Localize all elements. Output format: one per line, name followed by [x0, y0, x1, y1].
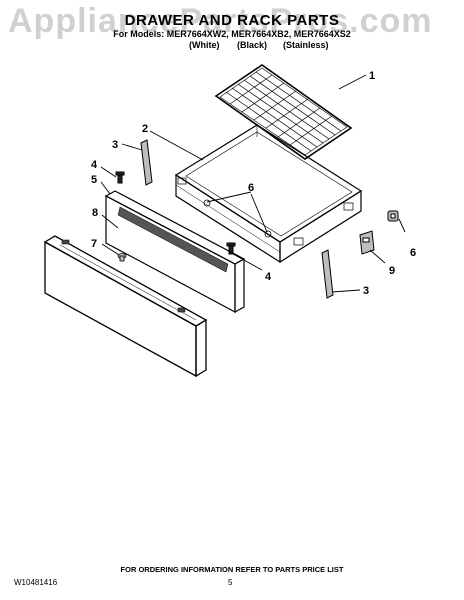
page-title: DRAWER AND RACK PARTS — [124, 12, 340, 29]
callout-3-lower: 3 — [363, 285, 369, 297]
callout-7: 6 — [410, 247, 416, 259]
callout-5: 5 — [91, 174, 97, 186]
document-number: W10481416 — [14, 578, 58, 587]
callout-8: 8 — [92, 207, 98, 219]
bracket — [359, 230, 375, 255]
drawer-glide-left — [140, 139, 153, 186]
leader-lines — [100, 74, 406, 293]
variant-white: (White) — [189, 40, 220, 50]
drawer-glide-right — [321, 249, 334, 299]
watermark: AppliancePartsPros.com — [8, 2, 433, 40]
callout-1: 1 — [369, 70, 375, 82]
variant-stainless: (Stainless) — [283, 40, 329, 50]
drawer-body — [174, 124, 363, 264]
callout-9: 9 — [389, 265, 395, 277]
bumper — [387, 210, 399, 222]
drawer-front-outer-panel — [43, 235, 208, 378]
variant-black: (Black) — [237, 40, 268, 50]
callout-6-clip: 7 — [91, 238, 97, 250]
callout-4-lower: 4 — [265, 271, 272, 283]
screw-upper — [115, 171, 125, 184]
callout-6-drawer: 6 — [248, 182, 254, 194]
model-subtitle: For Models: MER7664XW2, MER7664XB2, MER7… — [113, 29, 351, 39]
ordering-info-note: FOR ORDERING INFORMATION REFER TO PARTS … — [120, 565, 344, 574]
page-number: 5 — [228, 578, 233, 587]
screw-lower — [226, 242, 236, 255]
drawer-front-inner-panel — [104, 190, 246, 314]
glide-clip — [117, 253, 127, 262]
callout-2: 2 — [142, 123, 148, 135]
callout-3-upper: 3 — [112, 139, 118, 151]
callout-4-upper: 4 — [91, 159, 98, 171]
oven-rack — [214, 64, 353, 160]
